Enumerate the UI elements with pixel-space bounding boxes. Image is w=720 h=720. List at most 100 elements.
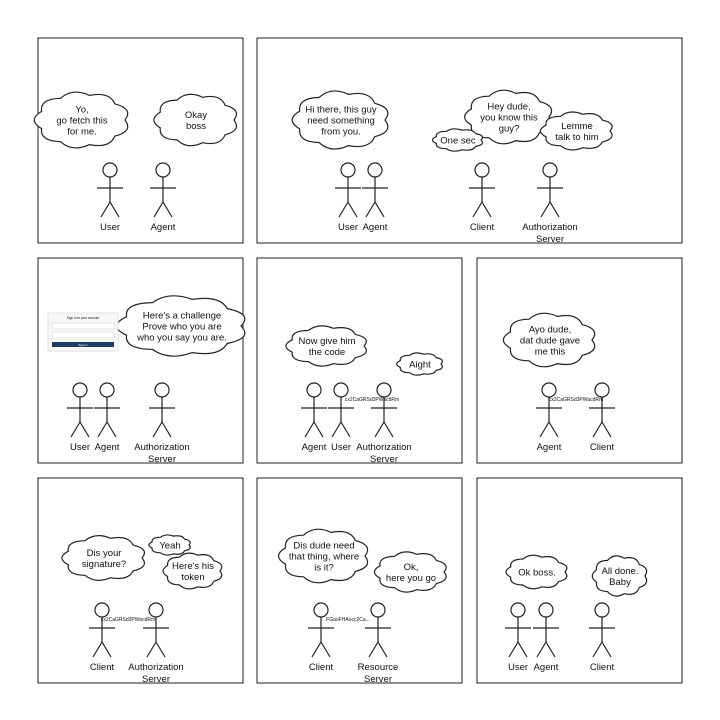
speech-bubble: Ok boss. [505,554,568,590]
cloud-shape [539,111,613,151]
left-leg-line [536,641,547,658]
bubble-line: the code [309,347,345,358]
auth-code-text: cx2CaGRSd3PWacdRm [549,397,603,403]
speech-bubble: Yeah [148,534,191,556]
cloud-shape [505,554,568,590]
right-leg-line [162,201,173,218]
cloud-shape [502,312,596,368]
stick-figure: Agent [94,382,120,453]
figure-label: Client [590,442,615,453]
figure-label: User [70,442,90,453]
figure-label: Client [470,222,495,233]
left-leg-line [539,421,550,438]
cloud-shape [61,535,145,581]
head-shape [541,382,557,398]
figure-label: Client [309,662,334,673]
right-leg-line [374,201,385,218]
cloud-shape [431,128,484,152]
right-leg-line [161,421,172,438]
right-leg-line [545,641,556,658]
password-field[interactable] [51,331,115,339]
figure-label: Server [142,674,170,685]
left-leg-line [374,421,385,438]
bubble-line: Okay [185,110,207,121]
cloud-shape [162,552,223,590]
right-leg-line [347,201,358,218]
right-leg-line [106,421,117,438]
speech-bubble: One sec [431,128,484,152]
stick-figure: User [67,382,93,453]
figure-label: Authorization [134,442,189,453]
right-leg-line [549,201,560,218]
left-leg-line [92,641,103,658]
left-leg-line [97,421,108,438]
panel-border [476,257,683,464]
right-leg-line [517,641,528,658]
bubble-line: for me. [67,127,97,138]
stick-figure: Client [469,162,495,233]
figure-label: Server [148,454,176,465]
stick-figure: User [97,162,123,233]
cloud-shape [373,551,447,593]
cloud-shape [33,91,129,149]
stick-figure: Client [89,602,115,673]
stick-figure: Client [308,602,334,673]
head-shape [99,382,115,398]
stick-figure: Client [589,602,615,673]
head-shape [155,162,171,178]
cloud-shape [291,90,389,150]
stick-figure: Agent [533,602,559,673]
head-shape [538,602,554,618]
panel-border [37,257,244,464]
bubble-line: Yo, [75,105,88,116]
figure-label: User [508,662,528,673]
head-shape [340,162,356,178]
left-leg-line [100,201,111,218]
left-leg-line [368,641,379,658]
speech-bubble: All done.Baby [591,555,648,597]
head-shape [594,602,610,618]
stick-figure: User [335,162,361,233]
head-shape [367,162,383,178]
right-leg-line [101,641,112,658]
figure-label: Client [590,662,615,673]
bubble-line: Ok, [404,562,419,573]
bubble-line: dat dude gave [520,336,580,347]
left-leg-line [592,641,603,658]
head-shape [154,382,170,398]
bubble-line: that thing, where [289,552,359,563]
bubble-line: Now give him [298,336,355,347]
bubble-line: Ok boss. [518,568,556,579]
speech-bubble: Aight [396,352,443,376]
left-leg-line [508,641,519,658]
sign-in-button-label: Sign in [78,343,88,347]
left-leg-line [304,421,315,438]
stick-figure: Agent [536,382,562,453]
figure-label: Agent [534,662,559,673]
head-shape [333,382,349,398]
head-shape [474,162,490,178]
bubble-line: signature? [82,559,126,570]
figure-label: Server [370,454,398,465]
bubble-line: from you. [321,127,361,138]
head-shape [94,602,110,618]
speech-bubble: Ok,here you go [373,551,447,593]
right-leg-line [340,421,351,438]
figure-label: User [100,222,120,233]
username-field[interactable] [51,322,115,330]
figure-label: Agent [95,442,120,453]
head-shape [148,602,164,618]
sign-in-button[interactable] [52,342,114,347]
